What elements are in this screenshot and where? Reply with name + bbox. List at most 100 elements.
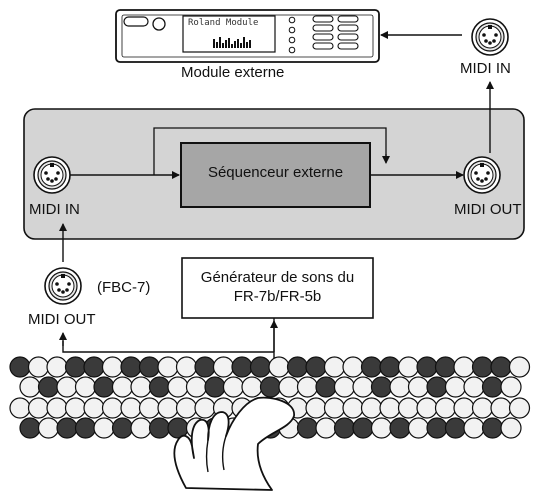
- keyboard-button: [64, 397, 87, 419]
- keyboard-button: [389, 417, 411, 439]
- keyboard-button: [471, 356, 494, 378]
- keyboard-button: [9, 356, 31, 378]
- seq-midi-out-icon: [463, 156, 501, 194]
- keyboard-button: [241, 376, 263, 398]
- keyboard-button: [352, 417, 374, 439]
- module-slot-icon: [123, 16, 149, 27]
- keyboard-button: [370, 417, 393, 439]
- keyboard-button: [426, 376, 448, 398]
- keyboard-button: [157, 397, 179, 419]
- fbc-label: (FBC-7): [97, 279, 151, 296]
- keyboard-button: [148, 376, 171, 398]
- keyboard-button: [259, 376, 282, 398]
- sequencer-label: Séquenceur externe: [207, 164, 344, 181]
- keyboard-button: [212, 356, 235, 378]
- keyboard-button: [175, 397, 198, 419]
- keyboard-button: [46, 397, 68, 419]
- keyboard-button: [37, 376, 60, 398]
- keyboard-button: [249, 356, 272, 378]
- module-lcd-text: Roland Module: [188, 18, 259, 28]
- keyboard-button: [231, 356, 253, 378]
- keyboard-button: [370, 376, 393, 398]
- keyboard-button: [352, 376, 374, 398]
- keyboard-button: [19, 376, 41, 398]
- keyboard-button: [222, 376, 245, 398]
- keyboard-button: [333, 376, 356, 398]
- keyboard-button: [463, 417, 485, 439]
- keyboard-button: [111, 376, 134, 398]
- keyboard-button: [148, 417, 171, 439]
- keyboard-button: [471, 397, 494, 419]
- keyboard-button: [74, 376, 97, 398]
- keyboard-button: [194, 356, 216, 378]
- keyboard-button: [286, 356, 309, 378]
- keyboard-button: [93, 376, 115, 398]
- fbc-midi-out-icon: [44, 267, 82, 305]
- keyboard-button: [130, 376, 152, 398]
- seq-midi-out-label: MIDI OUT: [454, 201, 522, 218]
- sequencer-box: [180, 142, 371, 208]
- keyboard-button: [407, 417, 430, 439]
- keyboard-button: [120, 356, 142, 378]
- keyboard-button: [138, 356, 161, 378]
- keyboard-button: [194, 397, 216, 419]
- keyboard-button: [434, 356, 457, 378]
- keyboard-button: [83, 397, 105, 419]
- seq-midi-in-icon: [33, 156, 71, 194]
- keyboard-button: [101, 397, 124, 419]
- keyboard-button: [138, 397, 161, 419]
- keyboard-button: [175, 356, 198, 378]
- keyboard-button: [315, 417, 337, 439]
- keyboard-button: [9, 397, 31, 419]
- keyboard-button: [407, 376, 430, 398]
- keyboard-button: [463, 376, 485, 398]
- keyboard-button: [46, 356, 68, 378]
- external-module: [115, 9, 380, 63]
- keyboard-button: [481, 417, 504, 439]
- keyboard-button: [323, 356, 346, 378]
- thru-loop-line: [153, 127, 387, 175]
- keyboard-button: [360, 397, 383, 419]
- keyboard-button: [93, 417, 115, 439]
- keyboard-button: [157, 356, 179, 378]
- keyboard-button: [500, 376, 522, 398]
- keyboard-button: [342, 356, 364, 378]
- keyboard-button: [19, 417, 41, 439]
- keyboard-button: [444, 417, 467, 439]
- module-buttons: [312, 15, 359, 50]
- keyboard-button: [278, 376, 300, 398]
- keyboard-button: [204, 376, 226, 398]
- keyboard-button: [74, 417, 97, 439]
- generator-label: Générateur de sons du FR-7b/FR-5b: [182, 268, 373, 306]
- keyboard-button: [37, 417, 60, 439]
- keyboard-button: [185, 376, 208, 398]
- keyboard-button: [453, 397, 475, 419]
- keyboard-button: [490, 397, 512, 419]
- keyboard-button: [379, 397, 401, 419]
- keyboard-button: [434, 397, 457, 419]
- keyboard-button: [83, 356, 105, 378]
- module-label: Module externe: [181, 64, 285, 81]
- keyboard-button: [490, 356, 512, 378]
- keyboard-button: [167, 376, 189, 398]
- keyboard-button: [56, 376, 78, 398]
- hand-icon: [173, 396, 295, 491]
- keyboard-button: [333, 417, 356, 439]
- keyboard-button: [444, 376, 467, 398]
- module-knob-icon: [152, 17, 166, 31]
- keyboard-button: [397, 397, 420, 419]
- keyboard-button: [500, 417, 522, 439]
- keyboard-button: [130, 417, 152, 439]
- keyboard-button: [323, 397, 346, 419]
- keyboard-button: [426, 417, 448, 439]
- keyboard-button: [397, 356, 420, 378]
- keyboard-button: [453, 356, 475, 378]
- keyboard-button: [111, 417, 134, 439]
- keyboard-button: [305, 356, 327, 378]
- seq-midi-in-label: MIDI IN: [29, 201, 80, 218]
- keyboard-button: [508, 397, 531, 419]
- keyboard-button: [379, 356, 401, 378]
- module-led-column: [288, 16, 296, 54]
- keyboard-buttons: [9, 356, 531, 439]
